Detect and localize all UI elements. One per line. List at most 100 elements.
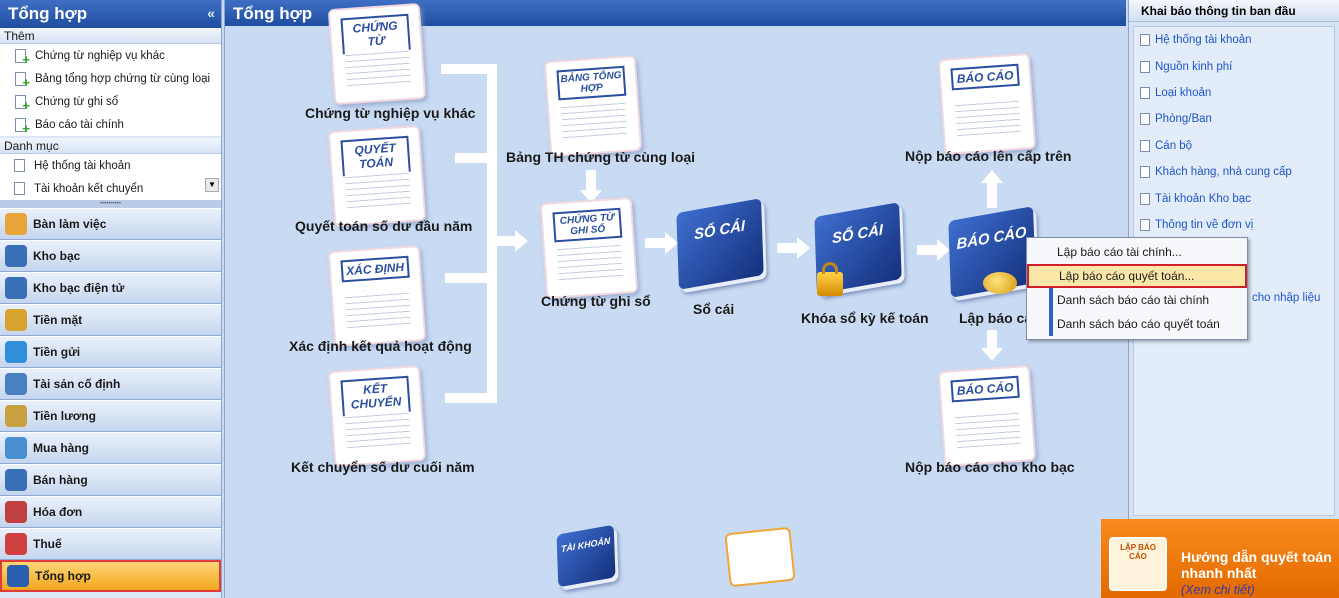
nav-item-7[interactable]: Mua hàng: [0, 432, 221, 464]
nav-item-label: Hóa đơn: [33, 505, 83, 519]
nav-item-8[interactable]: Bán hàng: [0, 464, 221, 496]
coins-icon: [983, 272, 1017, 294]
connector: [987, 330, 997, 350]
bank-icon: [5, 245, 27, 267]
nav-item-10[interactable]: Thuế: [0, 528, 221, 560]
connector: [445, 273, 491, 283]
balance-sheet-icon[interactable]: [724, 526, 796, 588]
add-item-bao-cao-tc[interactable]: Báo cáo tài chính: [0, 113, 221, 136]
splitter-grip[interactable]: ••••••••••: [0, 200, 221, 208]
nav-item-11[interactable]: Tổng hợp: [0, 560, 221, 592]
catalog-section-title: Danh mục: [0, 138, 221, 154]
node-ket-chuyen[interactable]: Kết chuyển số dư cuối năm: [291, 459, 475, 475]
nav-item-1[interactable]: Kho bạc: [0, 240, 221, 272]
asset-icon: [5, 373, 27, 395]
node-xac-dinh[interactable]: Xác định kết quả hoạt động: [289, 338, 472, 354]
desk-icon: [5, 213, 27, 235]
catalog-item-tk-ket-chuyen[interactable]: Tài khoản kết chuyển: [0, 177, 221, 200]
arrow-head: [981, 170, 1003, 183]
connector: [491, 236, 517, 246]
nav-item-4[interactable]: Tiền gửi: [0, 336, 221, 368]
doc-quyet-toan-icon[interactable]: QUYẾT TOÁN: [327, 124, 427, 228]
node-nop-kho-bac[interactable]: Nộp báo cáo cho kho bạc: [905, 459, 1075, 475]
chevrons-left-icon[interactable]: «: [207, 5, 215, 21]
nav-item-3[interactable]: Tiền mặt: [0, 304, 221, 336]
nav-item-5[interactable]: Tài sản cố định: [0, 368, 221, 400]
menu-ds-bctc[interactable]: Danh sách báo cáo tài chính: [1027, 288, 1247, 312]
catalog-list: Hệ thống tài khoản Tài khoản kết chuyển …: [0, 154, 221, 200]
nav-item-label: Thuế: [33, 537, 62, 551]
setup-item-4[interactable]: Cán bộ: [1134, 133, 1334, 159]
setup-item-5[interactable]: Khách hàng, nhà cung cấp: [1134, 159, 1334, 185]
node-quyet-toan[interactable]: Quyết toán số dư đầu năm: [295, 218, 473, 234]
doc-ct-ghi-so-icon[interactable]: CHỨNG TỪ GHI SỔ: [539, 196, 639, 300]
nav-item-0[interactable]: Bàn làm việc: [0, 208, 221, 240]
main-workspace: Tổng hợp CHỨNG TỪ Chứng từ nghiệp vụ khá…: [224, 0, 1126, 598]
promo-link[interactable]: (Xem chi tiết): [1181, 583, 1255, 597]
connector: [586, 170, 596, 192]
doc-xac-dinh-icon[interactable]: XÁC ĐỊNH: [327, 244, 427, 348]
document-icon: [14, 182, 25, 195]
promo-title: Hướng dẫn quyết toán nhanh nhất: [1181, 549, 1332, 581]
menu-ds-bcqt[interactable]: Danh sách báo cáo quyết toán: [1027, 312, 1247, 336]
promo-banner[interactable]: LẬP BÁO CÁO Hướng dẫn quyết toán nhanh n…: [1101, 519, 1339, 598]
document-icon: [1140, 166, 1150, 179]
setup-item-3[interactable]: Phòng/Ban: [1134, 106, 1334, 132]
connector: [987, 182, 997, 208]
node-lap-bao-cao[interactable]: Lập báo cá: [959, 310, 1033, 326]
node-ct-ghi-so[interactable]: Chứng từ ghi sổ: [541, 293, 651, 309]
nav-item-6[interactable]: Tiền lương: [0, 400, 221, 432]
nav-item-2[interactable]: Kho bạc điện tử: [0, 272, 221, 304]
document-icon: [1140, 34, 1150, 47]
arrow-head: [515, 230, 528, 252]
ledger-icon: [7, 565, 29, 587]
doc-bang-th-icon[interactable]: BẢNG TỔNG HỢP: [543, 54, 643, 158]
nav-item-label: Tổng hợp: [35, 569, 91, 583]
setup-item-label: Khách hàng, nhà cung cấp: [1155, 166, 1292, 179]
menu-lap-bctc[interactable]: Lập báo cáo tài chính...: [1057, 245, 1182, 259]
add-item-ct-ghi-so[interactable]: Chứng từ ghi sổ: [0, 90, 221, 113]
report-treasury-icon[interactable]: BÁO CÁO: [937, 364, 1037, 468]
add-section-list: Chứng từ nghiệp vụ khác Bảng tổng hợp ch…: [0, 44, 221, 136]
setup-item-label: Thông tin về đơn vị: [1155, 218, 1254, 231]
nav-item-label: Tiền mặt: [33, 313, 83, 327]
setup-item-partial[interactable]: cho nhập liệu: [1252, 292, 1321, 304]
ledger-book-icon[interactable]: SỔ CÁI: [676, 198, 764, 290]
connector: [917, 245, 939, 255]
setup-item-1[interactable]: Nguồn kinh phí: [1134, 53, 1334, 79]
setup-item-label: Tài khoản Kho bạc: [1155, 192, 1251, 205]
setup-item-6[interactable]: Tài khoản Kho bạc: [1134, 185, 1334, 211]
connector: [645, 238, 667, 248]
right-panel: Khai báo thông tin ban đầu Hệ thống tài …: [1128, 0, 1339, 598]
setup-item-2[interactable]: Loại khoản: [1134, 80, 1334, 106]
node-nop-cap-tren[interactable]: Nộp báo cáo lên cấp trên: [905, 148, 1072, 164]
document-icon: [14, 159, 25, 172]
node-khoa-so[interactable]: Khóa sổ kỳ kế toán: [801, 310, 929, 326]
scroll-down-button[interactable]: ▼: [205, 178, 219, 192]
nav-item-9[interactable]: Hóa đơn: [0, 496, 221, 528]
nav-item-label: Bán hàng: [33, 473, 88, 487]
cash-icon: [5, 309, 27, 331]
report-up-icon[interactable]: BÁO CÁO: [937, 52, 1037, 156]
context-menu: Lập báo cáo tài chính... Lập báo cáo quy…: [1026, 237, 1248, 340]
node-ct-nv-khac[interactable]: Chứng từ nghiệp vụ khác: [305, 105, 476, 121]
doc-ct-nv-khac-icon[interactable]: CHỨNG TỪ: [327, 2, 427, 106]
document-icon: [1140, 86, 1150, 99]
node-so-cai[interactable]: Sổ cái: [693, 301, 735, 317]
arrow-head: [937, 239, 950, 261]
document-icon: [1140, 192, 1150, 205]
document-icon: [1140, 139, 1150, 152]
setup-item-7[interactable]: Thông tin về đơn vị: [1134, 212, 1334, 238]
add-item-ct-nv-khac[interactable]: Chứng từ nghiệp vụ khác: [0, 44, 221, 67]
lock-icon: [817, 262, 843, 296]
node-bang-th[interactable]: Bảng TH chứng từ cùng loại: [506, 149, 696, 165]
account-book-icon[interactable]: TÀI KHOẢN: [556, 524, 616, 588]
doc-ket-chuyen-icon[interactable]: KẾT CHUYỂN: [327, 364, 427, 468]
add-doc-icon: [14, 48, 30, 67]
setup-item-0[interactable]: Hệ thống tài khoản: [1134, 27, 1334, 53]
right-panel-title: Khai báo thông tin ban đầu: [1129, 0, 1339, 22]
menu-lap-bcqt[interactable]: Lập báo cáo quyết toán...: [1027, 264, 1247, 288]
catalog-item-he-thong-tk[interactable]: Hệ thống tài khoản: [0, 154, 221, 177]
main-title: Tổng hợp: [233, 4, 313, 23]
add-item-bang-th[interactable]: Bảng tổng hợp chứng từ cùng loại: [0, 67, 221, 90]
